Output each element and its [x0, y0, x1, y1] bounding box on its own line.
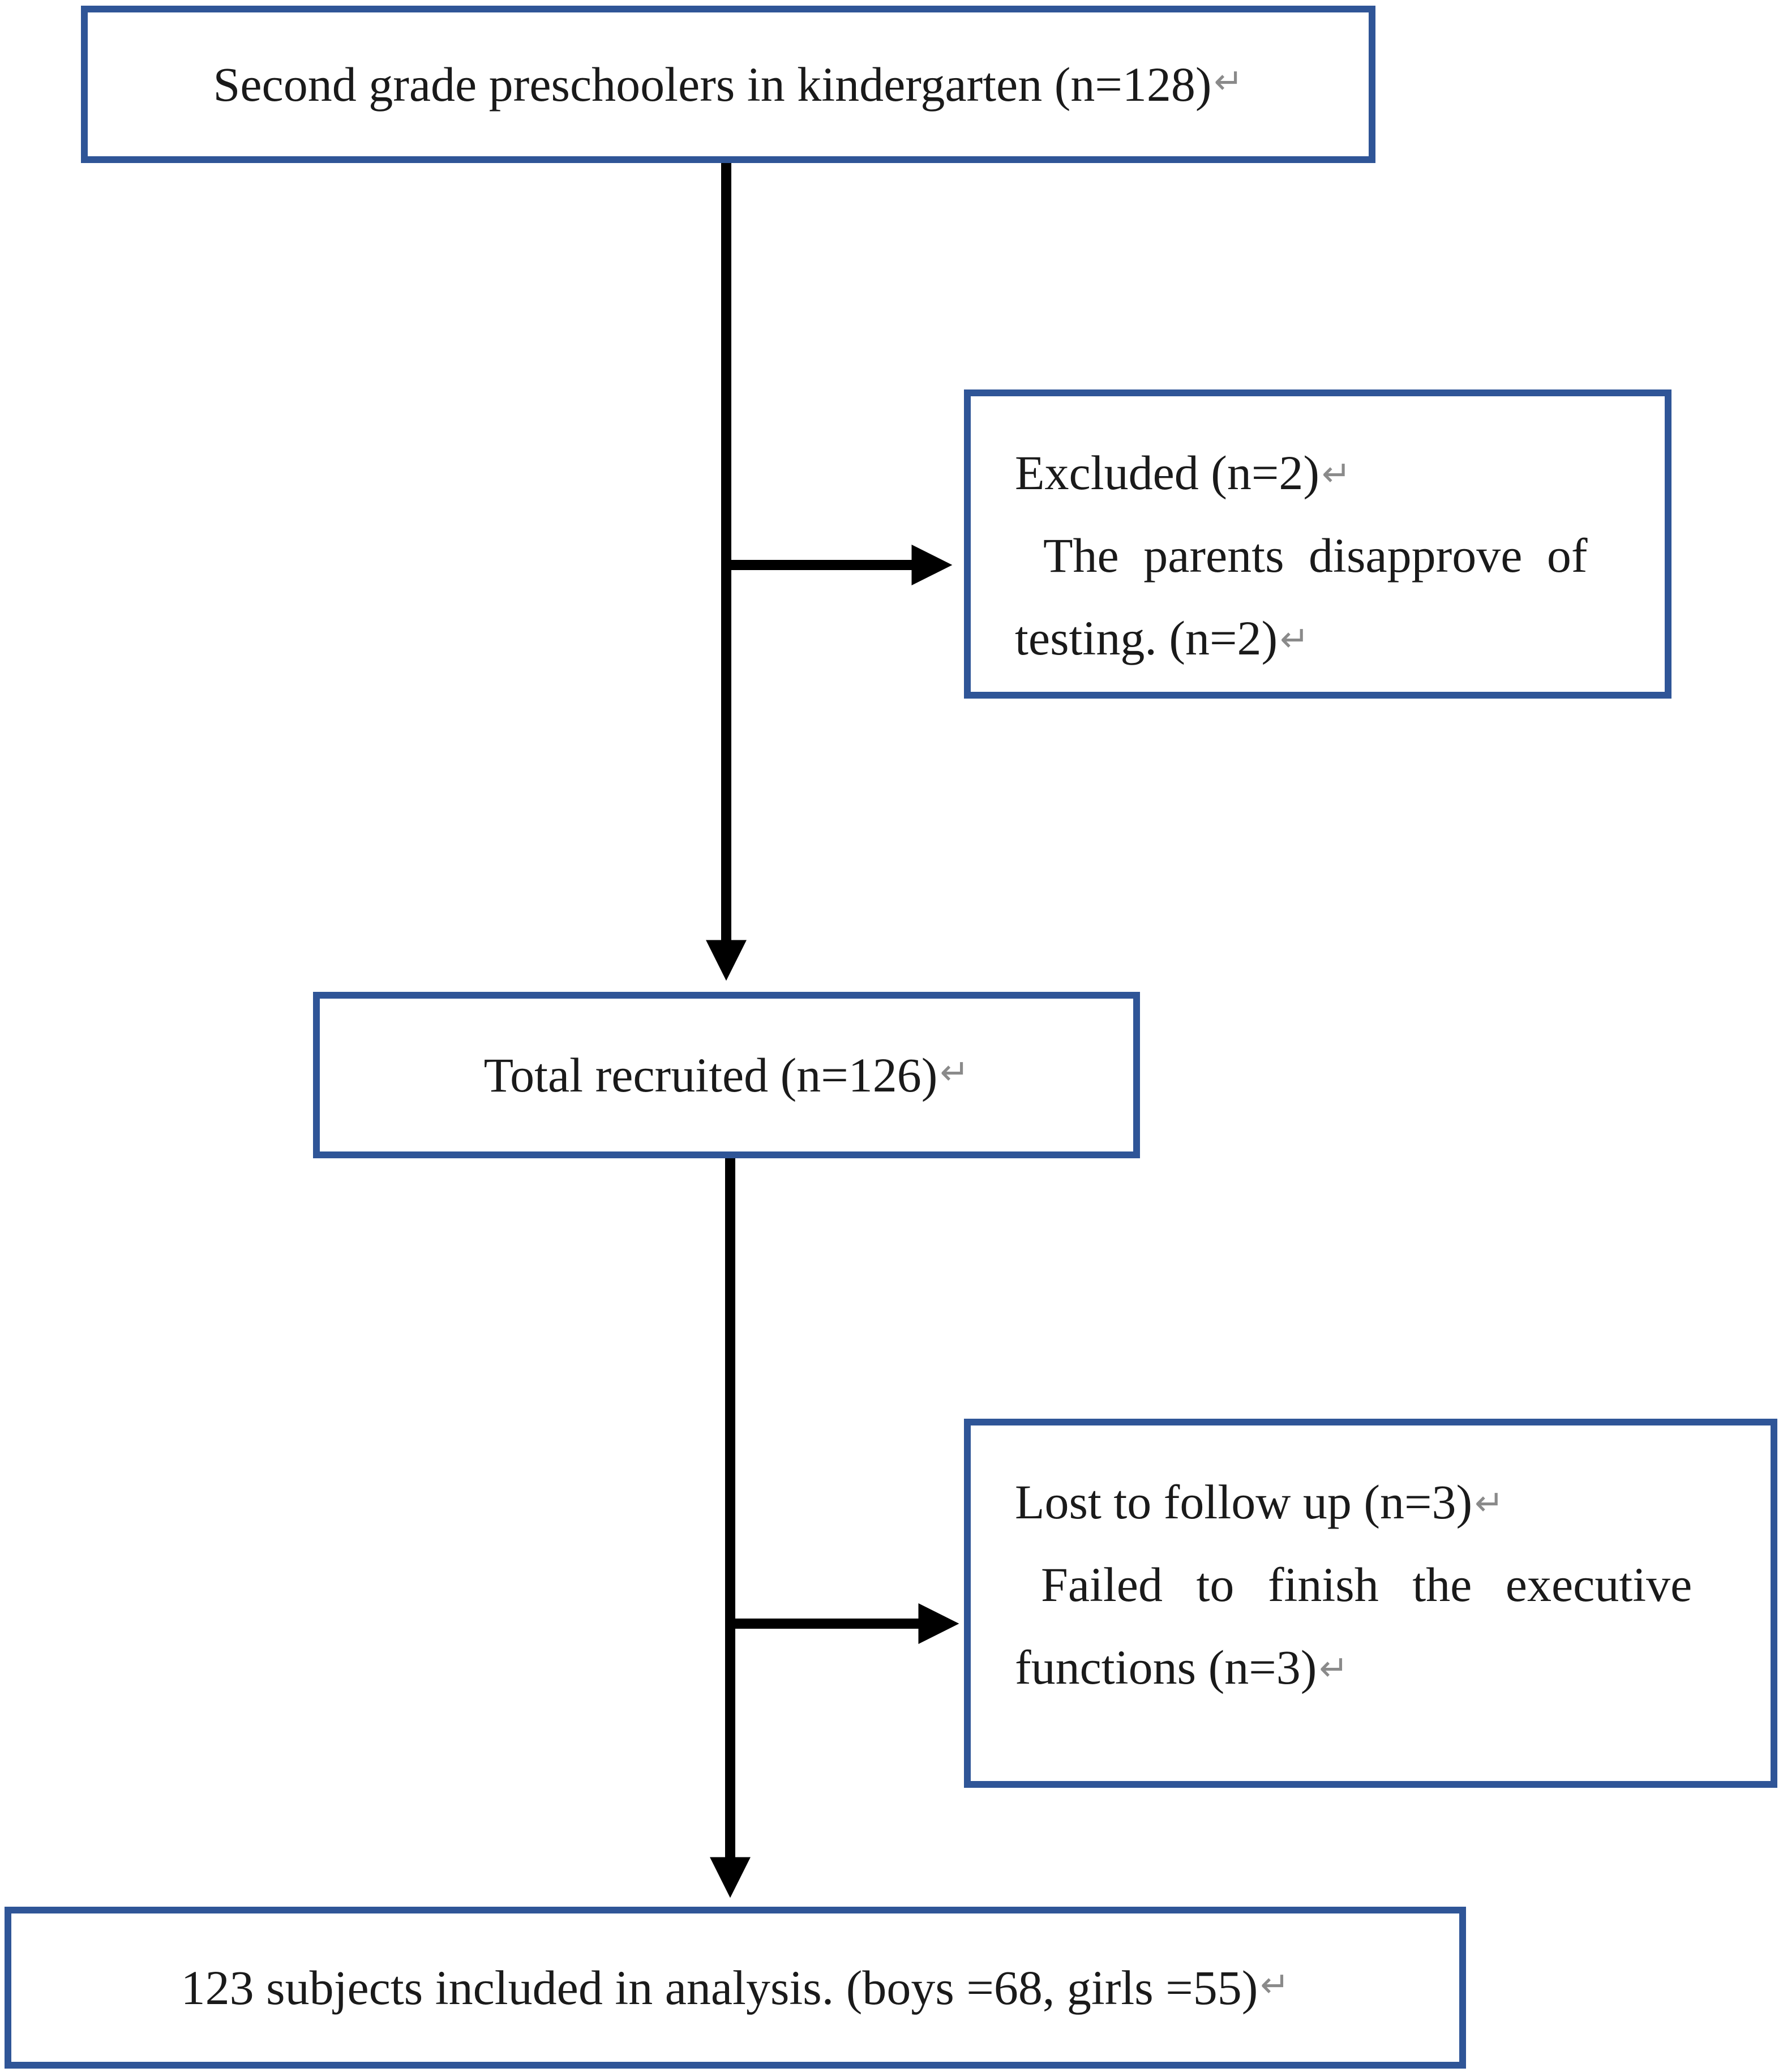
recruited-box: Total recruited (n=126)↵	[313, 992, 1140, 1158]
excluded-heading: Excluded (n=2)	[1015, 446, 1320, 500]
excluded-reason-line1: The parents disapprove of	[1043, 528, 1588, 583]
paragraph-mark-icon: ↵	[1260, 1963, 1290, 2005]
paragraph-mark-icon: ↵	[1322, 453, 1351, 494]
lost-reason-line2: functions (n=3)	[1015, 1640, 1317, 1694]
paragraph-mark-icon: ↵	[940, 1051, 970, 1093]
excluded-box: Excluded (n=2)↵ The parents disapprove o…	[964, 389, 1671, 699]
paragraph-mark-icon: ↵	[1214, 60, 1244, 102]
excluded-reason-line2: testing. (n=2)	[1015, 611, 1278, 665]
lost-heading: Lost to follow up (n=3)	[1015, 1475, 1473, 1529]
lost-reason-line1: Failed to finish the executive	[1041, 1557, 1692, 1612]
recruited-box-text: Total recruited (n=126)	[483, 1048, 938, 1102]
eligible-box: Second grade preschoolers in kindergarte…	[81, 6, 1375, 163]
eligible-box-text: Second grade preschoolers in kindergarte…	[213, 57, 1212, 112]
lost-box: Lost to follow up (n=3)↵ Failed to finis…	[964, 1419, 1777, 1788]
paragraph-mark-icon: ↵	[1475, 1482, 1505, 1523]
paragraph-mark-icon: ↵	[1319, 1647, 1349, 1689]
analysis-box-text: 123 subjects included in analysis. (boys…	[181, 1960, 1258, 2015]
analysis-box: 123 subjects included in analysis. (boys…	[5, 1907, 1466, 2069]
paragraph-mark-icon: ↵	[1280, 618, 1310, 660]
